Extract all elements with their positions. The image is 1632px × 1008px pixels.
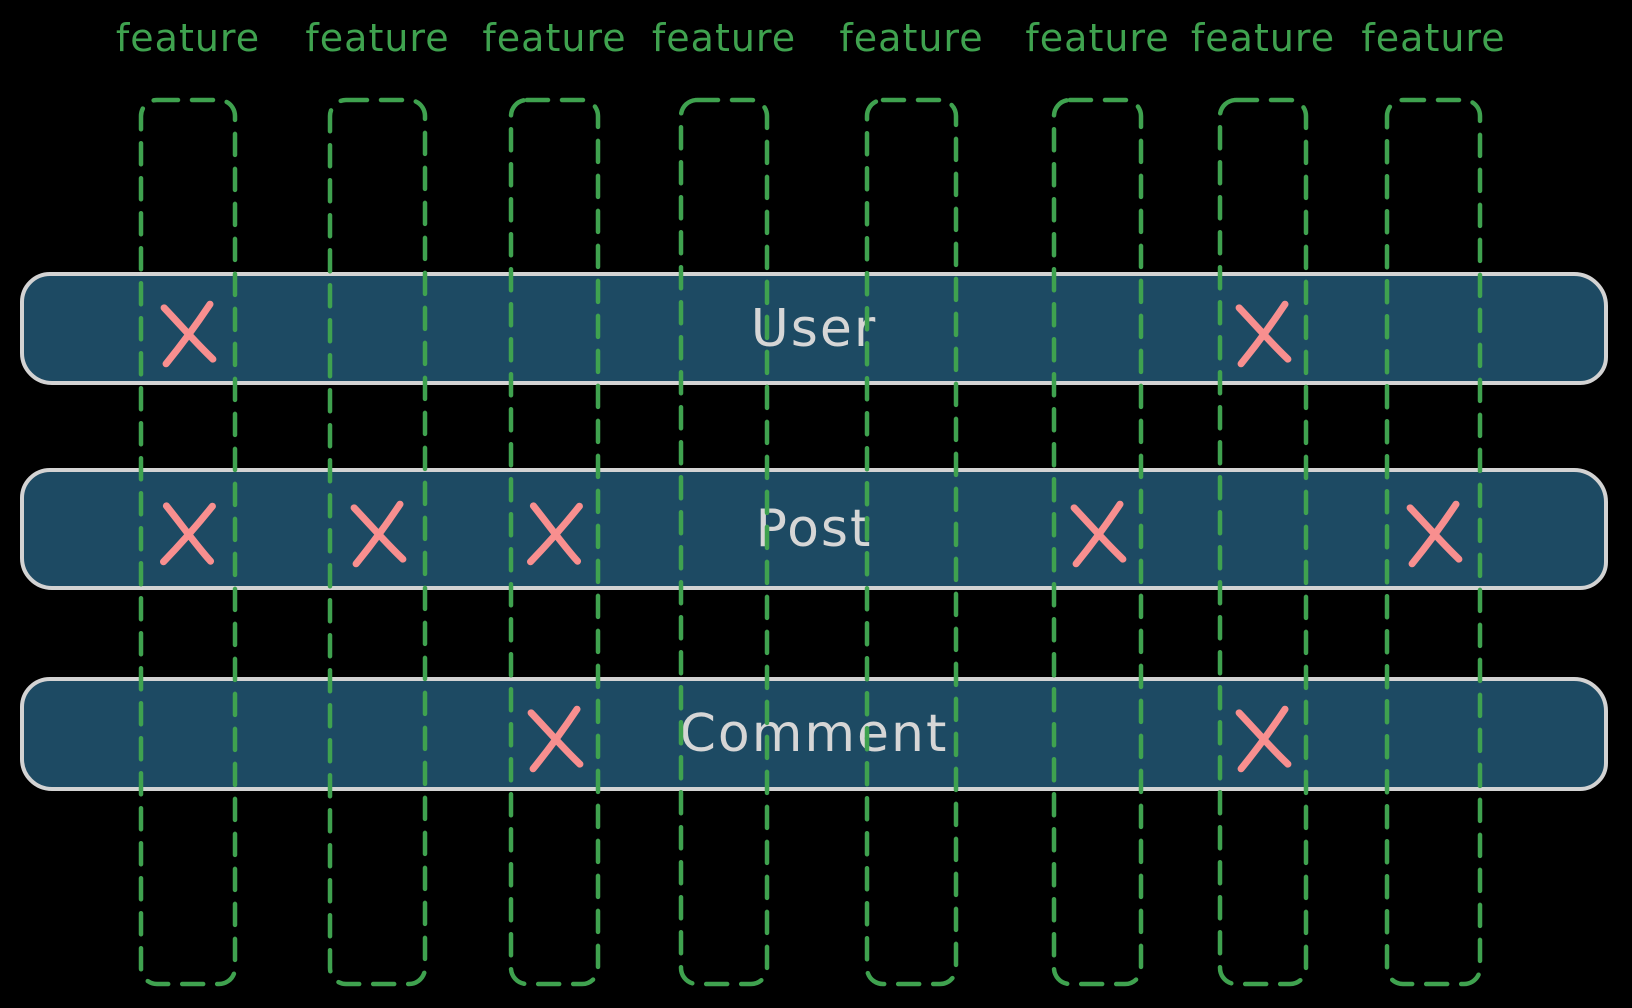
feature-column bbox=[678, 97, 770, 987]
entity-row-user: User bbox=[20, 272, 1608, 385]
feature-column bbox=[1217, 97, 1309, 987]
feature-column bbox=[1051, 97, 1144, 987]
feature-column-label: feature bbox=[115, 16, 261, 60]
x-mark-icon bbox=[526, 502, 583, 566]
feature-column-label: feature bbox=[651, 16, 797, 60]
feature-column-label: feature bbox=[482, 16, 627, 60]
entity-row-label: Post bbox=[755, 499, 873, 559]
feature-column bbox=[1384, 97, 1483, 987]
feature-column-label: feature bbox=[1190, 16, 1336, 60]
feature-column bbox=[864, 97, 959, 987]
feature-column-label: feature bbox=[1025, 16, 1170, 60]
x-mark-icon bbox=[527, 705, 583, 773]
x-mark-icon bbox=[1406, 500, 1462, 568]
x-mark-icon bbox=[159, 502, 216, 566]
feature-column bbox=[327, 97, 428, 987]
entity-row-post: Post bbox=[20, 468, 1608, 590]
feature-column-label: feature bbox=[839, 16, 984, 60]
entity-row-label: User bbox=[750, 298, 878, 359]
entity-row-comment: Comment bbox=[20, 677, 1608, 791]
feature-column-label: feature bbox=[305, 16, 450, 60]
x-mark-icon bbox=[1235, 300, 1292, 367]
x-mark-icon bbox=[1070, 500, 1126, 568]
entity-row-label: Comment bbox=[679, 704, 949, 764]
x-mark-icon bbox=[350, 500, 406, 568]
feature-column-label: feature bbox=[1361, 16, 1506, 60]
x-mark-icon bbox=[1235, 705, 1292, 773]
feature-column bbox=[138, 97, 238, 987]
feature-column bbox=[508, 97, 601, 987]
x-mark-icon bbox=[160, 300, 217, 367]
